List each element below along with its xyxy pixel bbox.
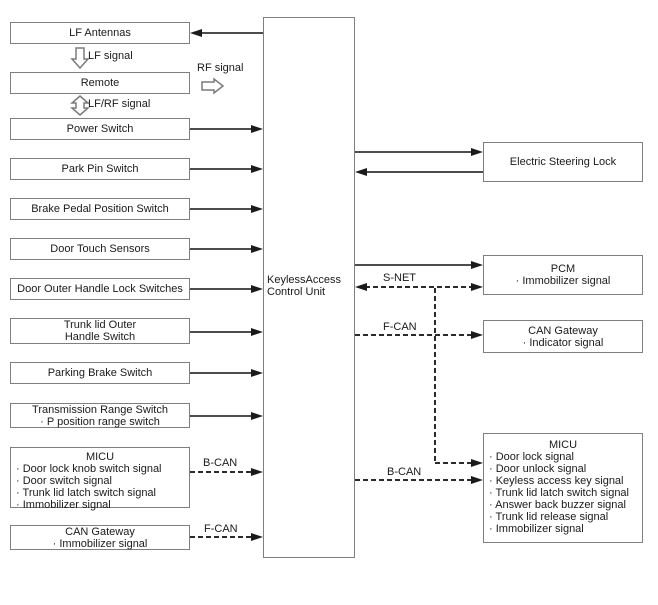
box-item: · Trunk lid release signal [489,511,609,523]
box-item: · Immobilizer signal [515,275,611,287]
connector-s-net [355,283,483,291]
connector-door-touch-sensors [190,245,263,253]
remote-box: Remote [10,72,190,94]
box-title: MICU [85,451,115,463]
brake-pedal-position-switch-box: Brake Pedal Position Switch [10,198,190,220]
box-title: MICU [548,439,578,451]
keyless-access-control-unit-label: KeylessAccess Control Unit [267,274,341,298]
s-net-label: S-NET [383,272,416,284]
micu-right-box: MICU · Door lock signal · Door unlock si… [483,433,643,543]
connector-s-net-branch-to-micu [435,459,483,467]
connector-door-outer-handle-lock-switches [190,285,263,293]
keyless-access-control-unit-box [263,17,355,558]
parking-brake-switch-box: Parking Brake Switch [10,362,190,384]
connector-trunk-lid-outer-handle-switch [190,328,263,336]
box-label: Remote [80,77,120,89]
box-item: · Indicator signal [522,336,604,349]
box-label-line: Trunk lid Outer [63,319,137,331]
box-label: Power Switch [66,123,134,135]
can-gateway-left-box: CAN Gateway · Immobilizer signal [10,525,190,550]
lf-antennas-box: LF Antennas [10,22,190,44]
box-label: Park Pin Switch [61,163,139,175]
park-pin-switch-box: Park Pin Switch [10,158,190,180]
connector-parking-brake-switch [190,369,263,377]
box-item: · Door unlock signal [489,463,587,475]
box-label: Door Outer Handle Lock Switches [17,283,183,295]
connector-power-switch [190,125,263,133]
box-item: · Door lock signal [489,451,574,463]
lf-rf-signal-double-arrow-icon [70,95,90,116]
lf-rf-signal-label: LF/RF signal [88,98,151,110]
door-touch-sensors-box: Door Touch Sensors [10,238,190,260]
door-outer-handle-lock-switches-box: Door Outer Handle Lock Switches [10,278,190,300]
box-item: · P position range switch [40,416,160,428]
box-item: · Immobilizer signal [52,538,148,550]
box-title: CAN Gateway [65,526,135,538]
trunk-lid-outer-handle-switch-box: Trunk lid Outer Handle Switch [10,318,190,344]
connector-f-can-right [355,331,483,339]
connector-b-can-right [355,476,483,484]
box-title: PCM [550,263,576,275]
connector-steering-lock-in [355,168,483,176]
connector-f-can-left [190,533,263,541]
rf-signal-right-arrow-icon [201,77,225,95]
f-can-right-label: F-CAN [383,321,417,333]
b-can-right-label: B-CAN [387,466,422,478]
box-label-line: Handle Switch [64,331,136,343]
connector-pcm-solid [355,261,483,269]
box-item: · Trunk lid latch switch signal [16,487,156,499]
power-switch-box: Power Switch [10,118,190,140]
connector-park-pin-switch [190,165,263,173]
rf-signal-label: RF signal [197,62,244,74]
connector-steering-lock-out [355,148,483,156]
pcm-box: PCM · Immobilizer signal [483,255,643,295]
micu-left-box: MICU · Door lock knob switch signal · Do… [10,447,190,511]
lf-signal-label: LF signal [88,50,133,62]
box-title: CAN Gateway [528,324,598,337]
box-item: · Door lock knob switch signal [16,463,162,475]
electric-steering-lock-box: Electric Steering Lock [483,142,643,182]
box-title: Transmission Range Switch [32,404,168,416]
box-item: · Door switch signal [16,475,112,487]
transmission-range-switch-box: Transmission Range Switch · P position r… [10,403,190,428]
f-can-left-label: F-CAN [204,523,238,535]
box-label-line: Control Unit [267,286,326,298]
lf-signal-down-arrow-icon [70,47,90,70]
box-label: LF Antennas [69,27,131,39]
box-label: Electric Steering Lock [509,156,617,168]
box-item: · Keyless access key signal [489,475,624,487]
connector-b-can-left [190,468,263,476]
box-item: · Answer back buzzer signal [489,499,626,511]
box-label: Brake Pedal Position Switch [31,203,169,215]
b-can-left-label: B-CAN [203,457,238,469]
box-item: · Immobilizer signal [16,499,111,511]
connector-lf-antennas [190,29,263,37]
box-label: Parking Brake Switch [47,367,153,379]
box-item: · Trunk lid latch switch signal [489,487,629,499]
can-gateway-right-box: CAN Gateway · Indicator signal [483,320,643,353]
connector-brake-pedal-position-switch [190,205,263,213]
box-label: Door Touch Sensors [50,243,150,255]
box-item: · Immobilizer signal [489,523,584,535]
connector-transmission-range-switch [190,412,263,420]
box-label-line: KeylessAccess [267,274,341,286]
